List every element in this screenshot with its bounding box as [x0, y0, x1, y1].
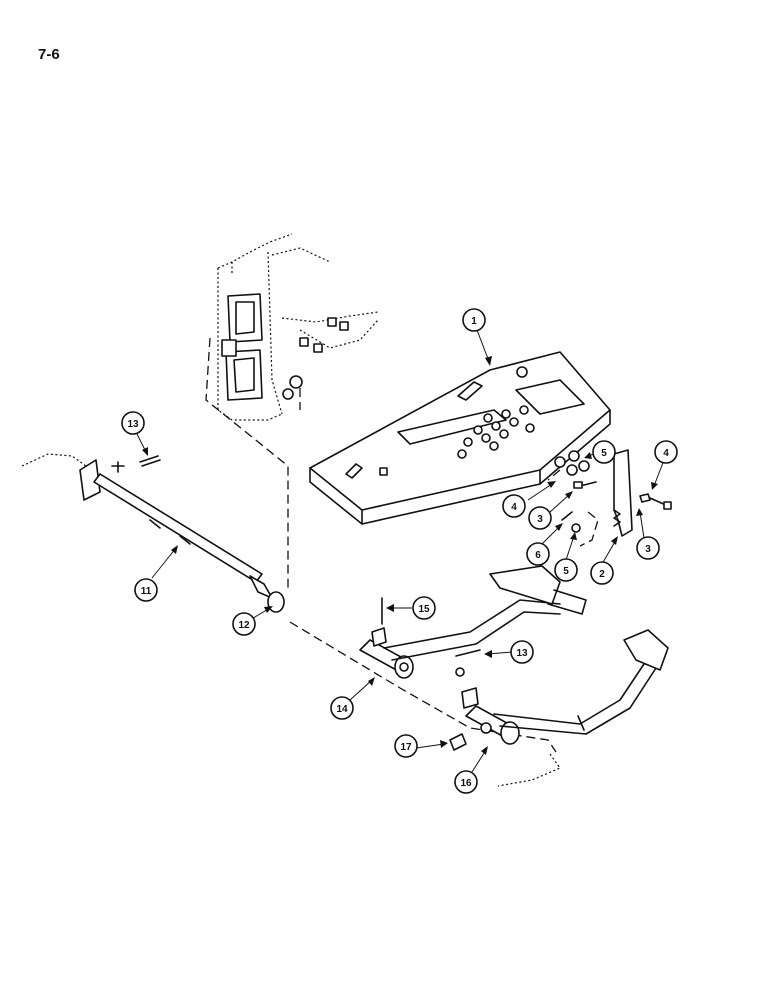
callout-6-label: 6 [535, 550, 541, 561]
callout-16: 16 [454, 770, 478, 794]
callout-17: 17 [394, 734, 418, 758]
callout-5-lower: 5 [554, 558, 578, 582]
callout-14: 14 [330, 696, 354, 720]
callout-12: 12 [232, 612, 256, 636]
nut [449, 733, 467, 751]
callout-3-left-label: 3 [537, 514, 543, 525]
callout-4-right-label: 4 [663, 448, 669, 459]
callout-14-label: 14 [336, 704, 348, 715]
brake-pedal-right [461, 629, 669, 787]
callout-3-right: 3 [636, 536, 660, 560]
callout-13-lower-label: 13 [516, 648, 528, 659]
hardware-group [554, 450, 672, 533]
callout-6: 6 [526, 542, 550, 566]
roll-pin-upper [139, 455, 161, 467]
platform-plate [309, 351, 611, 525]
callout-4-left-label: 4 [511, 502, 517, 513]
callout-1: 1 [462, 308, 486, 332]
platform-holes [457, 405, 535, 459]
callout-3-right-label: 3 [645, 544, 651, 555]
callout-5-lower-label: 5 [563, 566, 569, 577]
callout-13-upper-label: 13 [127, 419, 139, 430]
roll-pin-lower [455, 649, 481, 677]
callout-5-upper: 5 [592, 440, 616, 464]
adjustment-bracket [613, 449, 633, 537]
cross-shaft [21, 453, 273, 599]
callout-15: 15 [412, 596, 436, 620]
callout-15-label: 15 [418, 604, 430, 615]
callout-13-lower: 13 [510, 640, 534, 664]
callout-2-label: 2 [599, 569, 605, 580]
callout-12-label: 12 [238, 620, 250, 631]
callout-4-right: 4 [654, 440, 678, 464]
assembly-dashed-lines [205, 337, 599, 753]
callout-16-label: 16 [460, 778, 472, 789]
callout-17-label: 17 [400, 742, 412, 753]
callout-2: 2 [590, 561, 614, 585]
callout-5-upper-label: 5 [601, 448, 607, 459]
frame-housing [217, 233, 379, 421]
callout-1-label: 1 [471, 316, 477, 327]
page-number: 7-6 [38, 46, 60, 63]
callout-11: 11 [134, 578, 158, 602]
callout-11-label: 11 [141, 586, 152, 597]
brake-pedal-left [359, 565, 587, 679]
callout-4-left: 4 [502, 494, 526, 518]
callout-13-upper: 13 [121, 411, 145, 435]
callout-3-left: 3 [528, 506, 552, 530]
